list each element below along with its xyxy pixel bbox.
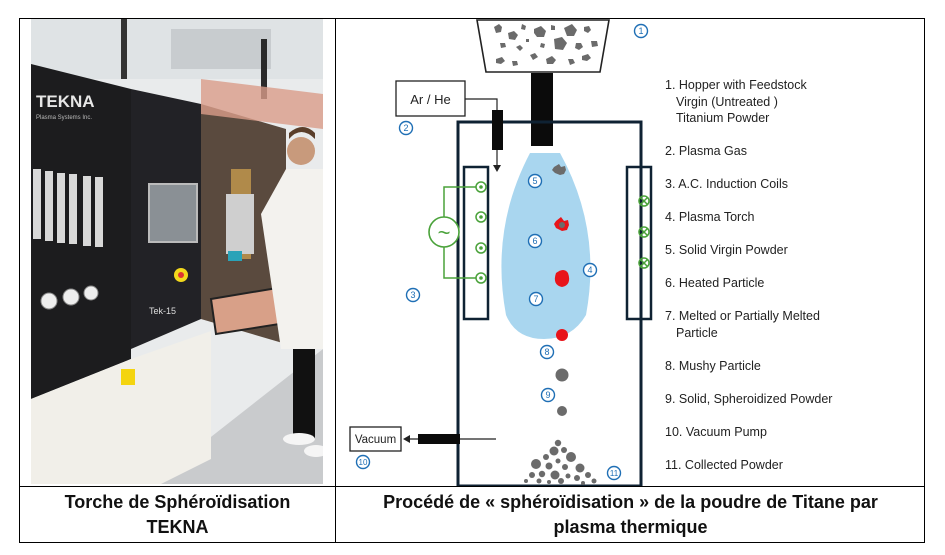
coils-current-out [475, 181, 487, 284]
gas-box-label: Ar / He [410, 92, 450, 107]
ac-symbol: ~ [438, 220, 451, 245]
figure-table: TEKNA Plasma Systems Inc. Tek-15 [19, 18, 925, 543]
open-door [201, 79, 323, 129]
legend-item-4: 4. Plasma Torch [665, 210, 755, 224]
markers [355, 23, 649, 481]
person-head [287, 137, 315, 165]
marker-2: 2 [403, 123, 408, 133]
coil-housing-right [625, 165, 653, 321]
feedstock-powder [494, 24, 598, 66]
lower-cabinet [31, 331, 211, 484]
vacuum-box-label: Vacuum [355, 434, 396, 446]
tekna-subtitle: Plasma Systems Inc. [36, 115, 92, 121]
tekna-logo: TEKNA [36, 92, 95, 111]
ac-source-icon [428, 216, 460, 248]
legend-item-6: 6. Heated Particle [665, 276, 765, 290]
column-divider [335, 19, 336, 542]
legend-item-8: 8. Mushy Particle [665, 359, 761, 373]
legend-item-2: 2. Plasma Gas [665, 144, 747, 158]
caption-right: Procédé de « sphéroïdisation » de la pou… [383, 492, 878, 537]
marker-11: 11 [610, 469, 619, 478]
vacuum-port [418, 434, 460, 444]
marker-8: 8 [544, 347, 549, 357]
marker-7: 7 [533, 294, 538, 304]
legend-item-9: 9. Solid, Spheroidized Powder [665, 392, 833, 406]
warning-label [121, 369, 135, 385]
legend-item-7: 7. Melted or Partially Melted Particle [665, 309, 820, 340]
marker-3: 3 [410, 290, 415, 300]
marker-5: 5 [532, 176, 537, 186]
marker-6: 6 [532, 236, 537, 246]
gas-line [465, 98, 498, 110]
collected-powder [524, 439, 597, 485]
spheroidized-particle [557, 406, 567, 416]
control-panel-left [31, 64, 131, 399]
feed-tube [531, 73, 553, 146]
glove [228, 251, 242, 261]
touch-screen [148, 183, 198, 243]
row-divider [20, 486, 924, 487]
coils-current-in [638, 195, 650, 269]
coil-housing-left [462, 165, 490, 321]
vacuum-box [349, 426, 402, 452]
legend-item-1: 1. Hopper with Feedstock Virgin (Untreat… [665, 78, 807, 125]
marker-10: 10 [359, 458, 368, 467]
pressure-gauges [40, 285, 99, 310]
caption-left: Torche de Sphéroïdisation TEKNA [64, 492, 291, 537]
spheroidized-particle [555, 368, 569, 382]
legend-item-5: 5. Solid Virgin Powder [665, 243, 788, 257]
marker-1: 1 [638, 26, 643, 36]
legend-item-11: 11. Collected Powder [665, 458, 783, 472]
mushy-particle [556, 329, 568, 341]
gas-injector [492, 110, 503, 150]
vacuum-flow-arrow [403, 435, 410, 443]
legend-item-3: 3. A.C. Induction Coils [665, 177, 788, 191]
model-label: Tek-15 [149, 306, 176, 316]
tekna-torch-photo: TEKNA Plasma Systems Inc. Tek-15 [31, 19, 323, 484]
spheroidisation-diagram: Ar / He [336, 19, 925, 488]
lab-coat [261, 169, 323, 349]
solid-virgin-particle [552, 164, 566, 175]
marker-9: 9 [545, 390, 550, 400]
marker-4: 4 [587, 265, 592, 275]
melted-particle [554, 270, 570, 287]
plasma-torch [501, 153, 591, 339]
flowmeters [33, 169, 103, 247]
legend-item-10: 10. Vacuum Pump [665, 425, 767, 439]
gas-flow-arrow [493, 165, 501, 172]
